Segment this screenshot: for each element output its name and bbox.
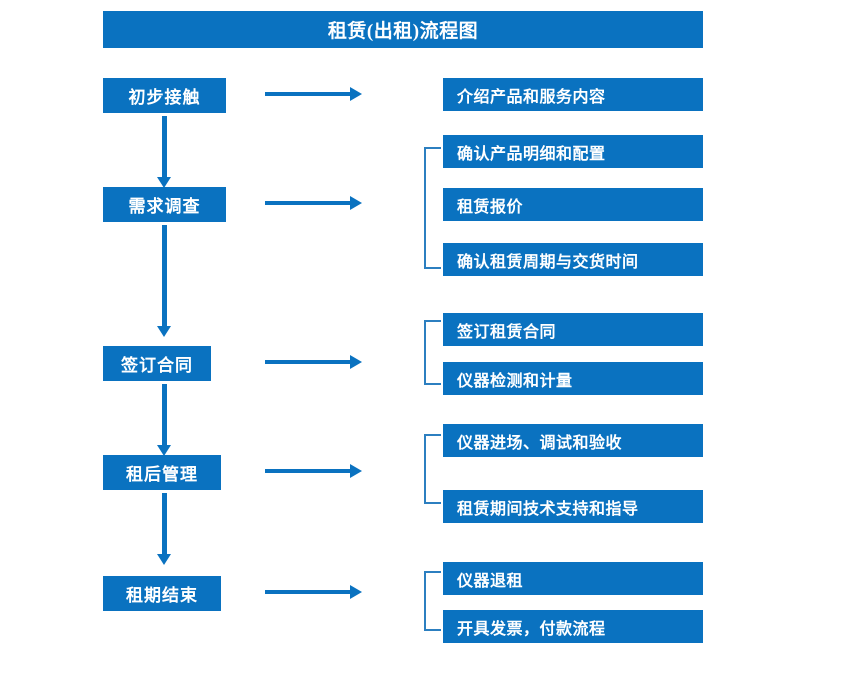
- detail-box-3-1[interactable]: 签订租赁合同: [443, 313, 703, 346]
- group-bracket-2: [424, 147, 441, 269]
- arrow-shaft: [265, 360, 351, 364]
- detail-box-5-2[interactable]: 开具发票，付款流程: [443, 610, 703, 643]
- flow-arrow-down-2: [157, 225, 171, 337]
- flow-arrow-right-2: [265, 196, 362, 210]
- arrow-head: [350, 464, 362, 478]
- stage-box-5[interactable]: 租期结束: [103, 576, 221, 611]
- arrow-shaft: [162, 225, 167, 326]
- arrow-shaft: [265, 92, 351, 96]
- group-bracket-3: [424, 320, 441, 385]
- group-bracket-5: [424, 571, 441, 631]
- flow-arrow-down-4: [157, 493, 171, 565]
- arrow-head: [350, 196, 362, 210]
- arrow-head: [157, 445, 171, 456]
- flow-arrow-down-1: [157, 116, 171, 188]
- detail-box-2-1[interactable]: 确认产品明细和配置: [443, 135, 703, 168]
- detail-box-2-3[interactable]: 确认租赁周期与交货时间: [443, 243, 703, 276]
- flow-arrow-right-1: [265, 87, 362, 101]
- detail-box-4-1[interactable]: 仪器进场、调试和验收: [443, 424, 703, 457]
- detail-box-4-2[interactable]: 租赁期间技术支持和指导: [443, 490, 703, 523]
- flow-arrow-right-3: [265, 355, 362, 369]
- flow-arrow-down-3: [157, 384, 171, 456]
- page-title: 租赁(出租)流程图: [103, 11, 703, 48]
- arrow-head: [157, 326, 171, 337]
- arrow-head: [157, 554, 171, 565]
- arrow-shaft: [162, 116, 167, 177]
- group-bracket-4: [424, 434, 441, 504]
- detail-box-2-2[interactable]: 租赁报价: [443, 188, 703, 221]
- detail-box-1-1[interactable]: 介绍产品和服务内容: [443, 78, 703, 111]
- arrow-shaft: [162, 384, 167, 445]
- stage-box-2[interactable]: 需求调查: [103, 187, 226, 222]
- stage-box-1[interactable]: 初步接触: [103, 78, 226, 113]
- arrow-shaft: [265, 201, 351, 205]
- flow-arrow-right-5: [265, 585, 362, 599]
- arrow-shaft: [265, 590, 351, 594]
- stage-box-4[interactable]: 租后管理: [103, 455, 221, 490]
- arrow-shaft: [162, 493, 167, 554]
- arrow-shaft: [265, 469, 351, 473]
- detail-box-3-2[interactable]: 仪器检测和计量: [443, 362, 703, 395]
- arrow-head: [350, 585, 362, 599]
- detail-box-5-1[interactable]: 仪器退租: [443, 562, 703, 595]
- arrow-head: [157, 177, 171, 188]
- arrow-head: [350, 355, 362, 369]
- stage-box-3[interactable]: 签订合同: [103, 346, 211, 381]
- flow-arrow-right-4: [265, 464, 362, 478]
- arrow-head: [350, 87, 362, 101]
